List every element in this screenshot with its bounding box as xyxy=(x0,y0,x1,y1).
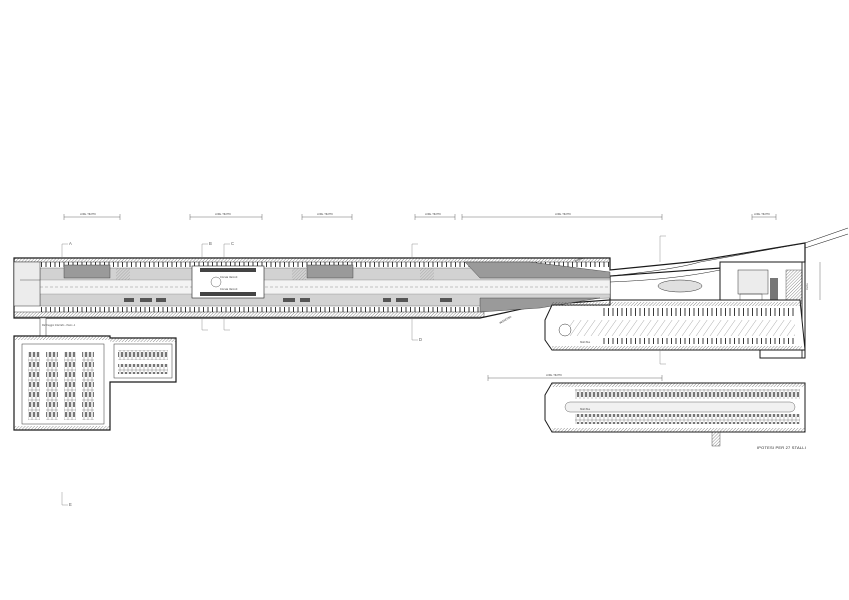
corridor-mid-label: Corsia Veicoli xyxy=(220,287,238,291)
section-mark-e: E xyxy=(69,502,72,507)
dimension-texts: LUNG. TRATTO LUNG. TRATTO LUNG. TRATTO L… xyxy=(80,213,770,377)
left-block-label: Parcheggio Interrato - Piano -1 xyxy=(42,324,76,327)
dimension-label-3: LUNG. TRATTO xyxy=(317,213,333,216)
drawing-note: IPOTESI PER 27 STALLI xyxy=(757,445,806,450)
section-markers xyxy=(61,235,666,506)
parking-b-label: Stalli Bus xyxy=(580,408,591,411)
dimension-label-5: LUNG. TRATTO xyxy=(555,213,571,216)
parking-block-b: Stalli Bus xyxy=(544,382,806,447)
dimension-lines xyxy=(63,214,821,381)
right-exit-label: Uscita xyxy=(806,283,809,290)
ramp-label: RAMPA xyxy=(574,256,584,263)
dimension-label-7: LUNG. TRATTO xyxy=(546,374,562,377)
parking-block-a: Stalli Bus xyxy=(544,299,806,351)
parking-a-label: Stalli Bus xyxy=(580,341,591,344)
dimension-label-4: LUNG. TRATTO xyxy=(425,213,441,216)
left-parking-block: Parcheggio Interrato - Piano -1 xyxy=(13,317,177,431)
section-mark-a: A xyxy=(69,241,72,246)
section-mark-d: D xyxy=(419,337,422,342)
main-tunnel: Corsia Veicoli Corsia Veicoli RAMPA INGR… xyxy=(13,227,849,325)
dimension-label-6: LUNG. TRATTO xyxy=(754,213,770,216)
section-letters: A B C D E xyxy=(69,241,422,507)
section-mark-c: C xyxy=(231,241,234,246)
dimension-label-2: LUNG. TRATTO xyxy=(215,213,231,216)
entry-label: INGRESSO xyxy=(499,315,513,325)
section-mark-b: B xyxy=(209,241,212,246)
dimension-label-1: LUNG. TRATTO xyxy=(80,213,96,216)
corridor-top-label: Corsia Veicoli xyxy=(220,275,238,279)
